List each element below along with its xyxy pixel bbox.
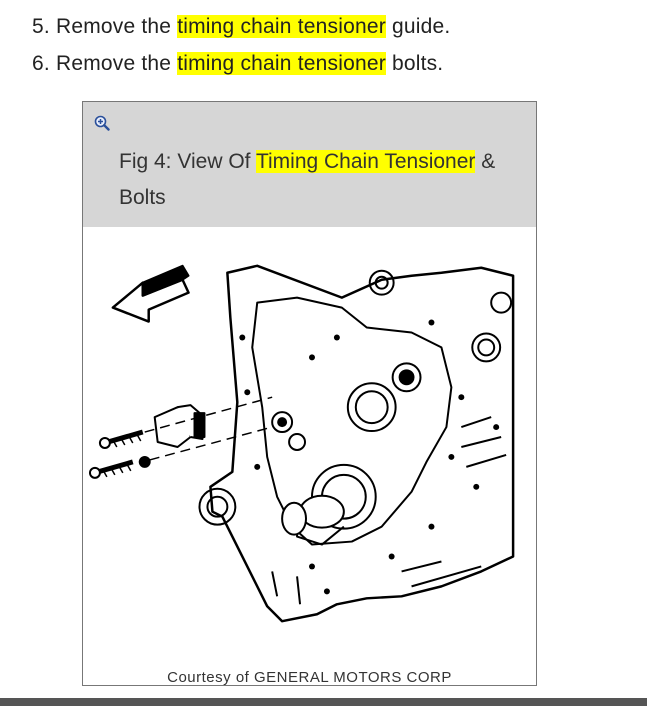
figure-title-text: Fig 4: View Of xyxy=(119,150,256,173)
step-text: bolts. xyxy=(385,52,444,75)
engine-diagram xyxy=(88,264,515,623)
step-text: guide. xyxy=(385,15,451,38)
search-highlight: Timing Chain Tensioner xyxy=(255,150,476,173)
step-text: 6. Remove the xyxy=(32,52,178,75)
figure-header: Fig 4: View Of Timing Chain Tensioner & … xyxy=(83,102,536,227)
instruction-steps: 5. Remove the timing chain tensioner gui… xyxy=(32,8,450,82)
direction-arrow-icon xyxy=(111,264,190,323)
tensioner-bolts xyxy=(88,396,273,479)
zoom-in-icon[interactable] xyxy=(94,115,110,131)
step-text: 5. Remove the xyxy=(32,15,178,38)
step-6: 6. Remove the timing chain tensioner bol… xyxy=(32,45,450,82)
step-5: 5. Remove the timing chain tensioner gui… xyxy=(32,8,450,45)
figure-title: Fig 4: View Of Timing Chain Tensioner & … xyxy=(119,144,519,216)
figure-caption: Courtesy of GENERAL MOTORS CORP xyxy=(167,669,452,686)
timing-chain-tensioner xyxy=(153,404,206,448)
search-highlight: timing chain tensioner xyxy=(177,15,386,38)
search-highlight: timing chain tensioner xyxy=(177,52,386,75)
figure-card: Fig 4: View Of Timing Chain Tensioner & … xyxy=(82,101,537,686)
bottom-toolbar xyxy=(0,698,647,706)
figure-title-text: & Bolts xyxy=(119,150,496,209)
